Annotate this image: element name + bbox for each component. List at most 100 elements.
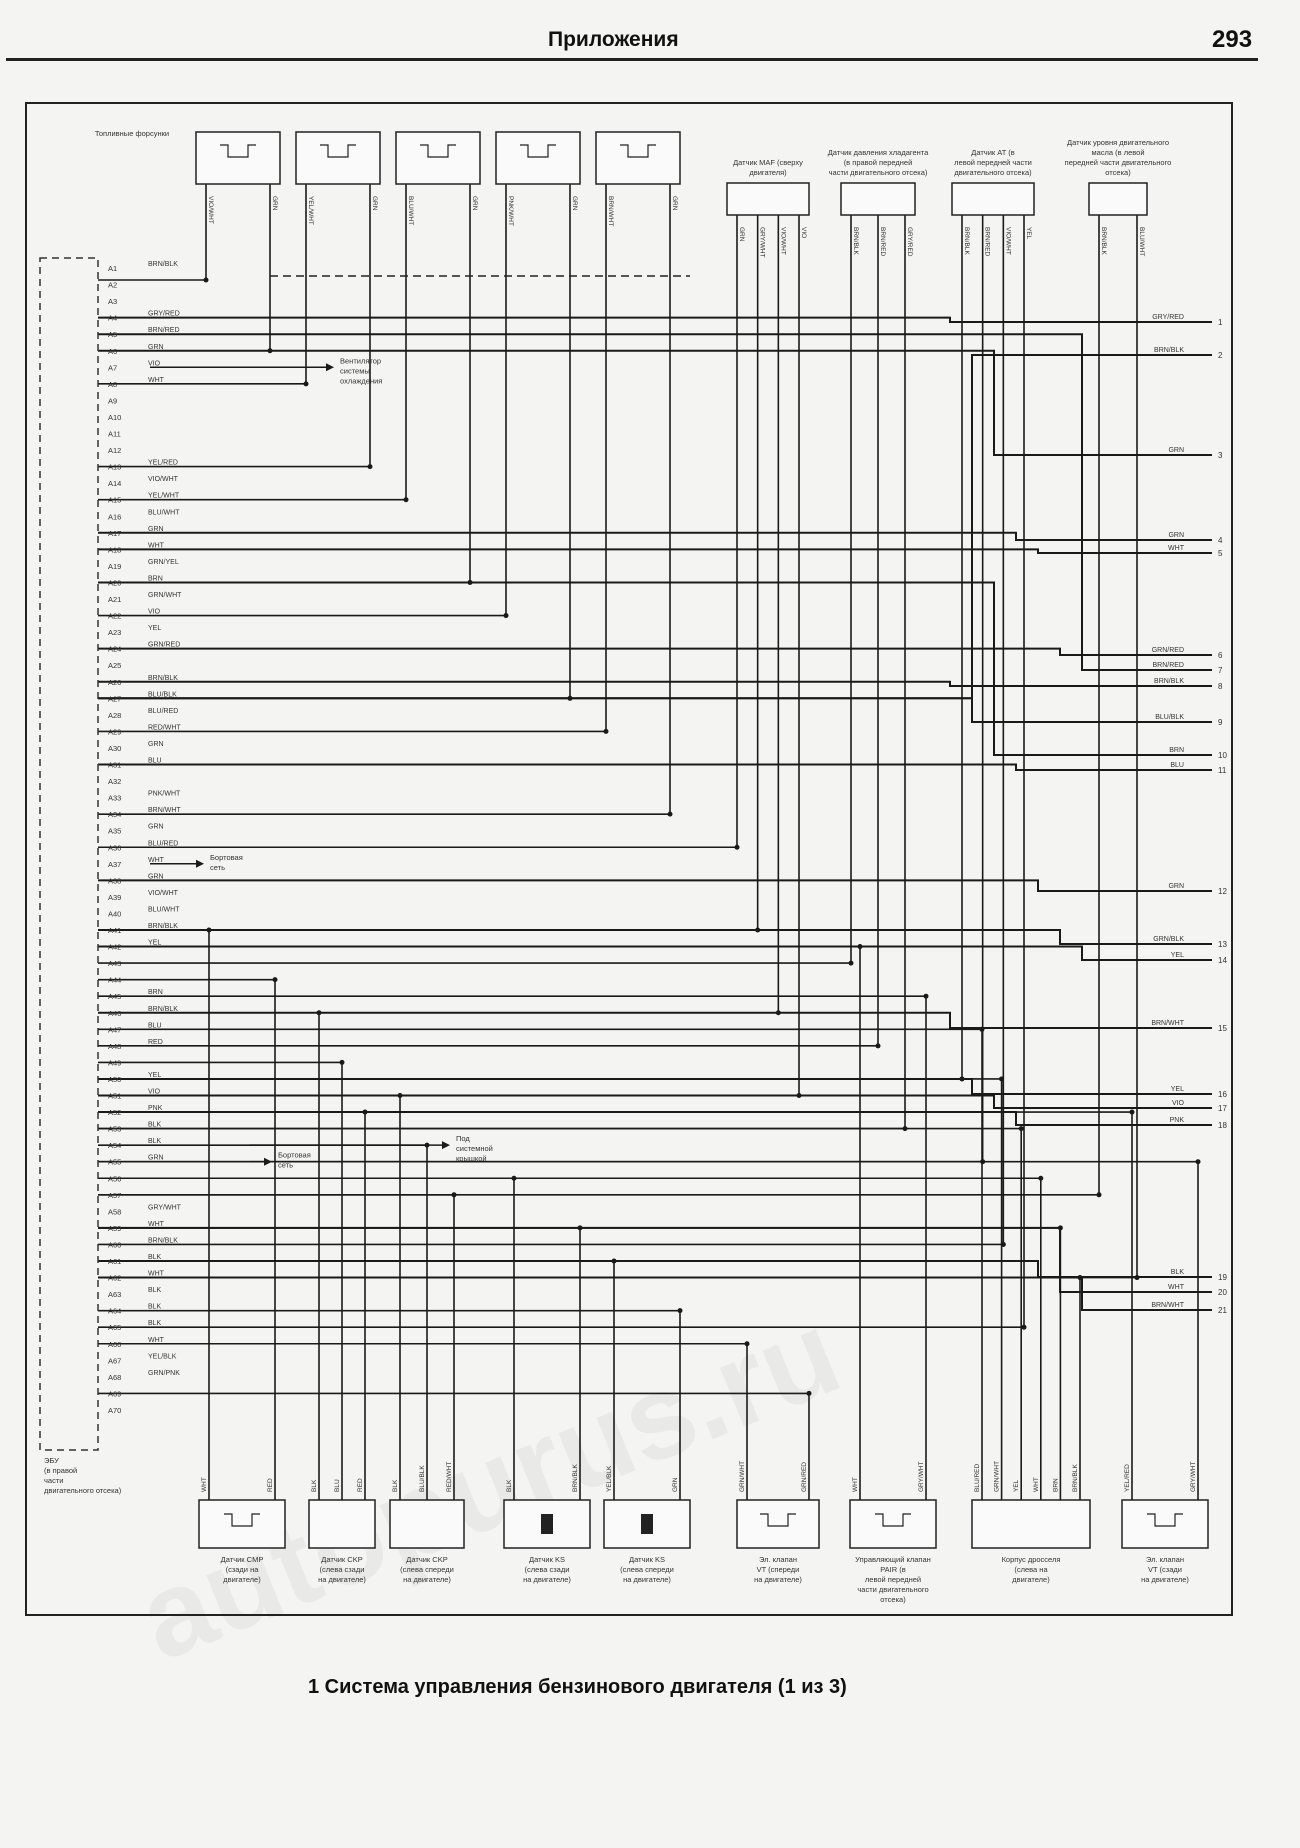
ecu-pin-label: A60 <box>108 1240 121 1249</box>
bottom-component-label: на двигателе) <box>318 1575 366 1584</box>
ecu-pin-label: A26 <box>108 678 121 687</box>
top-wire-label: BRN/RED <box>879 227 886 257</box>
bottom-component-label: PAIR (в <box>880 1565 906 1574</box>
ecu-pin-label: A69 <box>108 1389 121 1398</box>
ecu-pin-label: A56 <box>108 1174 121 1183</box>
right-outputs: GRY/RED1BRN/BLK2GRN3GRN4WHT5GRN/RED6BRN/… <box>1151 314 1227 1315</box>
bottom-component-label: (слева спереди <box>620 1565 674 1574</box>
ecu-pin-label: A27 <box>108 694 121 703</box>
ecu-pin-label: A68 <box>108 1373 121 1382</box>
ecu-pin-label: A70 <box>108 1406 121 1415</box>
bottom-wire-label: GRN/WHT <box>994 1461 1001 1492</box>
bottom-component-label: VT (сзади <box>1148 1565 1182 1574</box>
ecu-pin-label: A45 <box>108 992 121 1001</box>
bottom-component-label: левой передней <box>865 1575 921 1584</box>
top-wire-label: VIO/WHT <box>1004 227 1011 255</box>
header-rule <box>6 58 1258 61</box>
side-note-label: системы <box>340 366 370 375</box>
wire-junction-dot <box>744 1341 750 1347</box>
ecu-connector-outline <box>39 257 99 1451</box>
ecu-pin-wire-label: RED/WHT <box>148 724 181 731</box>
top-wire-label: BRN/RED <box>984 227 991 257</box>
coil-icon <box>224 1513 260 1527</box>
right-output-wire-label: BRN/BLK <box>1154 347 1184 354</box>
bottom-component-label: на двигателе) <box>403 1575 451 1584</box>
top-wire-label: BLU/WHT <box>407 196 414 225</box>
sensor-box <box>1088 182 1148 216</box>
bottom-wire-label: YEL <box>1013 1479 1020 1492</box>
bottom-component-box <box>1121 1499 1209 1549</box>
page-header: Приложения 293 <box>0 0 1300 70</box>
wire-junction-dot <box>999 1076 1005 1082</box>
right-output-wire-label: GRN <box>1168 532 1184 539</box>
bottom-component-label: двигателе) <box>223 1575 261 1584</box>
ecu-pin-wire-label: VIO/WHT <box>148 890 179 897</box>
wire-to-output <box>98 1260 1212 1278</box>
ecu-pin-label: A38 <box>108 876 121 885</box>
wire-junction-dot <box>1021 1324 1027 1330</box>
ecu-pin-wire-label: YEL/BLK <box>148 1353 177 1360</box>
injector-coil-icon <box>320 144 356 158</box>
side-note-label: сеть <box>278 1161 293 1170</box>
wire-junction-dot <box>667 811 673 817</box>
wire-to-output <box>98 548 1212 554</box>
right-output-number: 12 <box>1218 887 1227 896</box>
ecu-pin-label: A7 <box>108 363 117 372</box>
wire-junction-dot <box>1077 1275 1083 1281</box>
wire-to-output <box>98 697 1212 723</box>
wire-to-output <box>98 763 1212 771</box>
bottom-component-box <box>198 1499 286 1549</box>
ecu-pin-label: A12 <box>108 446 121 455</box>
note-arrow-icon <box>196 859 204 868</box>
top-wire-label: YEL <box>1025 227 1032 240</box>
right-output-number: 1 <box>1218 318 1223 327</box>
wire-junction-dot <box>734 844 740 850</box>
bottom-component-label: (слева сзади <box>525 1565 570 1574</box>
bottom-component-label: Датчик KS <box>529 1555 565 1564</box>
ecu-pin-label: A2 <box>108 281 117 290</box>
ecu-pin-wire-label: GRN <box>148 741 164 748</box>
ecu-pin-wire-label: YEL <box>148 940 161 947</box>
right-output-number: 16 <box>1218 1090 1227 1099</box>
ecu-pin-label: A25 <box>108 661 121 670</box>
ecu-pin-label: A35 <box>108 827 121 836</box>
ecu-pin-label: A59 <box>108 1224 121 1233</box>
bottom-wire-label: BRN/BLK <box>572 1464 579 1492</box>
ecu-pin-wire-label: BLK <box>148 1287 162 1294</box>
injector-box <box>395 131 481 185</box>
ecu-pin-label: A48 <box>108 1042 121 1051</box>
top-component-label: Датчик давления хладагента <box>828 148 929 157</box>
bottom-component-label: на двигателе) <box>523 1575 571 1584</box>
right-output-wire-label: GRY/RED <box>1152 314 1184 321</box>
right-output-wire-label: YEL <box>1171 1086 1184 1093</box>
ecu-pin-label: A43 <box>108 959 121 968</box>
ecu-pin-label: A44 <box>108 976 121 985</box>
ecu-pin-wire-label: BRN/BLK <box>148 261 178 268</box>
ecu-pin-label: A5 <box>108 330 117 339</box>
ecu-pin-label: A42 <box>108 943 121 952</box>
ecu-pin-label: A33 <box>108 794 121 803</box>
ecu-pin-label: A52 <box>108 1108 121 1117</box>
right-output-wire-label: BRN/WHT <box>1151 1020 1184 1027</box>
side-note-label: Под <box>456 1134 470 1143</box>
bottom-component-label: части двигательного <box>857 1585 928 1594</box>
ecu-pin-label: A63 <box>108 1290 121 1299</box>
wire-to-output <box>98 316 1212 323</box>
right-output-number: 5 <box>1218 549 1223 558</box>
wire-junction-dot <box>1134 1275 1140 1281</box>
ecu-pin-label: A9 <box>108 396 117 405</box>
ecu-pin-wire-label: BLU/RED <box>148 708 178 715</box>
wire-to-output <box>98 879 1212 892</box>
top-wire-label: GRN <box>671 196 678 211</box>
ecu-pin-wire-label: VIO <box>148 609 161 616</box>
side-note-label: Бортовая <box>278 1151 311 1160</box>
ecu-pin-wire-label: GRN/RED <box>148 642 180 649</box>
injector-box <box>295 131 381 185</box>
right-output-wire-label: VIO <box>1172 1100 1185 1107</box>
right-output-wire-label: BLK <box>1171 1269 1185 1276</box>
bottom-wire-label: BLK <box>311 1479 318 1492</box>
bottom-wire-label: BLU/RED <box>974 1464 981 1492</box>
ecu-pin-label: A16 <box>108 512 121 521</box>
bottom-component-label: VT (спереди <box>757 1565 800 1574</box>
